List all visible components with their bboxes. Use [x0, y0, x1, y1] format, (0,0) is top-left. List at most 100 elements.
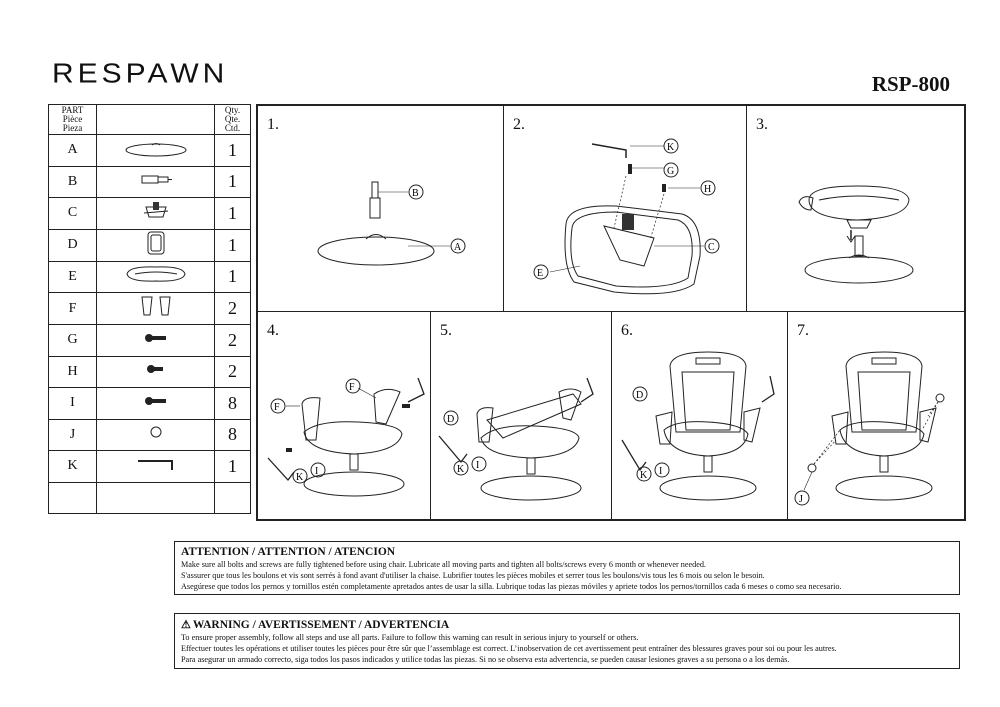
- warning-heading: ⚠WARNING / AVERTISSEMENT / ADVERTENCIA: [181, 618, 953, 631]
- step-7-illustration: J: [794, 351, 945, 506]
- part-letter: G: [48, 324, 97, 357]
- qty-header: Qty. Qte. Ctd.: [214, 104, 251, 135]
- part-qty: 1: [214, 260, 251, 293]
- short-bolt-icon: [96, 355, 215, 388]
- label-k: K: [640, 470, 648, 481]
- bolt-icon: [96, 387, 215, 420]
- part-letter: E: [48, 260, 97, 293]
- label-a: A: [454, 242, 462, 253]
- model-number: RSP-800: [871, 72, 950, 96]
- part-qty: 1: [214, 134, 251, 167]
- part-qty: 1: [214, 197, 251, 230]
- step-2-illustration: K G H C E: [533, 138, 720, 295]
- step-6-illustration: D K I: [621, 351, 775, 501]
- part-letter: B: [48, 165, 97, 198]
- label-c: C: [708, 242, 715, 253]
- part-letter: K: [48, 450, 97, 483]
- table-row: B 1: [48, 165, 251, 198]
- table-row: D 1: [48, 228, 251, 262]
- part-qty: 8: [214, 418, 251, 451]
- label-k: K: [667, 142, 675, 153]
- attention-line-es: Asegúrese que todos los pernos y tornill…: [181, 582, 842, 591]
- table-row: [48, 481, 251, 514]
- step-1: 1. B A: [257, 105, 504, 312]
- warning-line-fr: Effectuer toutes les opérations et utili…: [181, 644, 837, 653]
- parts-table: PART Pièce Pieza Qty. Qte. Ctd. A 1 B 1 …: [48, 104, 251, 514]
- part-qty: 1: [214, 228, 251, 262]
- step-3-illustration: [798, 185, 914, 284]
- warning-icon: ⚠: [181, 619, 191, 631]
- step-1-illustration: B A: [317, 181, 466, 266]
- label-i: I: [476, 460, 479, 471]
- table-row: J 8: [48, 418, 251, 451]
- step-4: 4. F F K I: [257, 311, 431, 520]
- warning-notice: ⚠WARNING / AVERTISSEMENT / ADVERTENCIA T…: [174, 613, 960, 669]
- empty-cell: [96, 481, 215, 514]
- step-2: 2. K G H C E: [503, 105, 747, 312]
- step-5: 5. D K I: [430, 311, 612, 520]
- part-header-es: Pieza: [62, 123, 83, 133]
- part-header-fr: Pièce: [62, 114, 83, 124]
- warning-title: WARNING / AVERTISSEMENT / ADVERTENCIA: [192, 619, 450, 631]
- step-number: 6.: [621, 322, 633, 339]
- part-qty: 1: [214, 450, 251, 483]
- table-row: F 2: [48, 292, 251, 325]
- chair-base-icon: [96, 134, 215, 167]
- allen-key-icon: [96, 450, 215, 483]
- attention-line-fr: S'assurer que tous les boulons et vis so…: [181, 571, 765, 580]
- part-qty: 2: [214, 324, 251, 357]
- part-header-en: PART: [61, 105, 84, 115]
- image-header: [96, 104, 215, 135]
- table-row: K 1: [48, 450, 251, 483]
- step-number: 2.: [513, 116, 525, 133]
- table-row: A 1: [48, 134, 251, 167]
- label-f-2: F: [349, 382, 355, 393]
- label-g: G: [667, 166, 674, 177]
- gas-cylinder-icon: [96, 165, 215, 198]
- label-d: D: [447, 414, 454, 425]
- assembly-steps-grid: 1. B A 2. K G: [256, 104, 966, 521]
- step-5-illustration: D K I: [438, 377, 594, 501]
- qty-header-es: Ctd.: [224, 123, 241, 133]
- part-qty: 2: [214, 292, 251, 325]
- label-i: I: [659, 466, 662, 477]
- part-qty: 2: [214, 355, 251, 388]
- step-7: 7. J: [787, 311, 965, 520]
- attention-notice: ATTENTION / ATTENTION / ATENCION Make su…: [174, 541, 960, 595]
- qty-header-fr: Qte.: [224, 114, 241, 124]
- empty-cell: [214, 481, 251, 514]
- part-header: PART Pièce Pieza: [48, 104, 97, 135]
- label-k: K: [457, 464, 465, 475]
- label-k: K: [296, 472, 304, 483]
- part-letter: I: [48, 387, 97, 420]
- cap-icon: [96, 418, 215, 451]
- label-b: B: [412, 188, 419, 199]
- part-qty: 1: [214, 165, 251, 198]
- label-h: H: [704, 184, 711, 195]
- attention-title: ATTENTION / ATTENTION / ATENCION: [181, 546, 396, 558]
- part-letter: A: [48, 134, 97, 167]
- step-number: 1.: [267, 116, 279, 133]
- warning-line-en: To ensure proper assembly, follow all st…: [181, 633, 639, 642]
- attention-line-en: Make sure all bolts and screws are fully…: [181, 560, 706, 569]
- part-letter: H: [48, 355, 97, 388]
- step-number: 5.: [440, 322, 452, 339]
- bolt-icon: [96, 324, 215, 357]
- seat-cushion-icon: [96, 260, 215, 293]
- step-number: 4.: [267, 322, 279, 339]
- table-row: I 8: [48, 387, 251, 420]
- table-row: H 2: [48, 355, 251, 388]
- label-e: E: [537, 268, 543, 279]
- armrest-icon: [96, 292, 215, 325]
- empty-cell: [48, 481, 97, 514]
- part-letter: J: [48, 418, 97, 451]
- label-i: I: [315, 466, 318, 477]
- label-j: J: [799, 494, 803, 505]
- label-d: D: [636, 390, 643, 401]
- part-letter: F: [48, 292, 97, 325]
- step-number: 3.: [756, 116, 768, 133]
- table-row: E 1: [48, 260, 251, 293]
- step-3: 3.: [746, 105, 965, 312]
- table-row: G 2: [48, 324, 251, 357]
- backrest-icon: [96, 228, 215, 262]
